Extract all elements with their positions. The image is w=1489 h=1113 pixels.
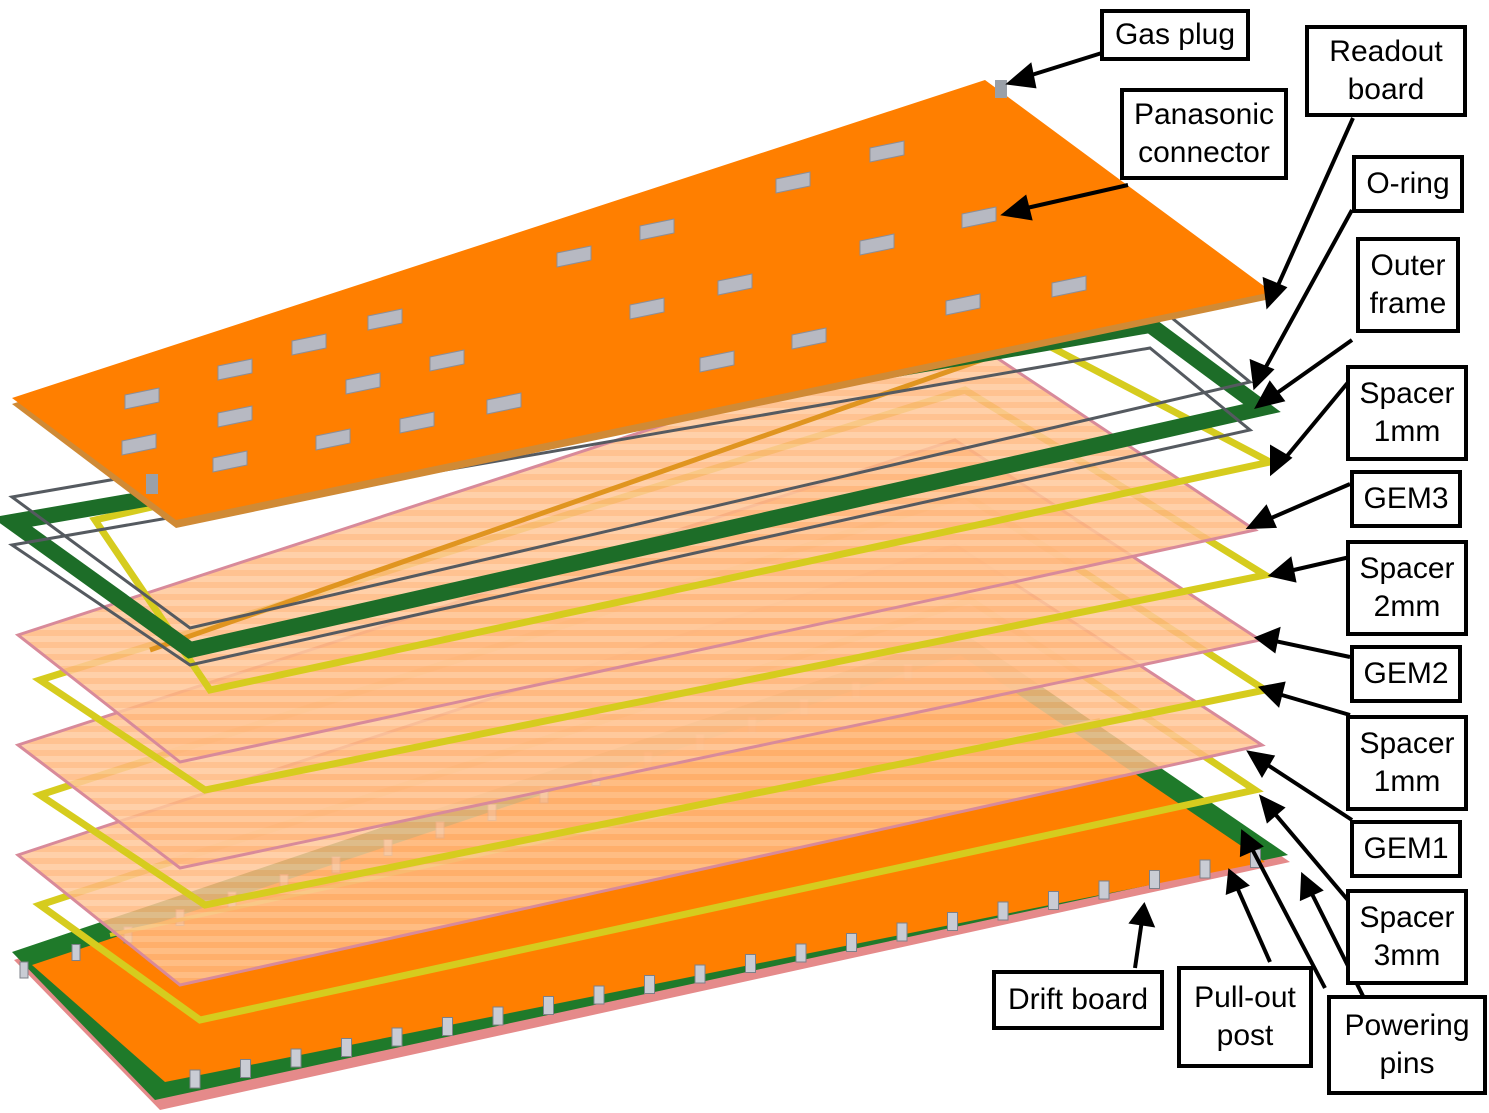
label-panasonic-connector: Panasonic connector: [1120, 88, 1288, 180]
label-readout-board: Readout board: [1305, 25, 1467, 117]
powering-pin: [1149, 870, 1160, 889]
label-pull-out-post: Pull-out post: [1177, 966, 1313, 1068]
powering-pin: [492, 1006, 504, 1026]
panasonic-connector: [429, 349, 465, 372]
powering-pin: [543, 996, 554, 1015]
label-spacer-3mm: Spacer 3mm: [1346, 889, 1468, 985]
powering-pin: [745, 954, 756, 973]
label-drift-board: Drift board: [992, 970, 1164, 1030]
panasonic-connector: [345, 372, 381, 395]
panasonic-connector: [717, 273, 753, 296]
powering-pin: [442, 1017, 453, 1036]
panasonic-connector: [699, 350, 735, 373]
powering-pin: [896, 922, 908, 942]
powering-pin: [240, 1059, 251, 1078]
powering-pin: [997, 901, 1009, 921]
label-spacer-1mm-middle: Spacer 1mm: [1346, 715, 1468, 811]
label-gem3: GEM3: [1350, 470, 1462, 528]
label-o-ring: O-ring: [1352, 155, 1464, 213]
pull-out-post: [71, 944, 81, 961]
label-spacer-2mm: Spacer 2mm: [1346, 540, 1468, 636]
panasonic-connector: [367, 308, 403, 331]
panasonic-connector: [1051, 275, 1087, 298]
powering-pin: [341, 1038, 352, 1057]
panasonic-connector: [791, 327, 827, 350]
label-gas-plug: Gas plug: [1100, 9, 1250, 61]
panasonic-connector: [556, 245, 592, 268]
label-gem1: GEM1: [1350, 820, 1462, 878]
powering-pin: [391, 1027, 403, 1047]
label-gem2: GEM2: [1350, 645, 1462, 703]
gas-plug: [146, 80, 1007, 494]
panasonic-connector: [315, 428, 351, 451]
powering-pin: [593, 985, 605, 1005]
panasonic-connector: [629, 297, 665, 320]
panasonic-connector: [639, 218, 675, 241]
powering-pin: [1098, 880, 1110, 900]
panasonic-connector: [945, 293, 981, 316]
powering-pin: [694, 964, 706, 984]
panasonic-connector: [217, 358, 253, 381]
panasonic-connectors: [121, 140, 1087, 473]
label-powering-pins: Powering pins: [1327, 995, 1487, 1095]
powering-pin: [290, 1048, 302, 1068]
powering-pin: [189, 1069, 201, 1089]
powering-pin: [1048, 891, 1059, 910]
panasonic-connector: [291, 333, 327, 356]
panasonic-connector: [859, 233, 895, 256]
label-outer-frame: Outer frame: [1356, 237, 1460, 333]
pull-out-post: [19, 961, 29, 979]
panasonic-connector: [217, 405, 253, 428]
panasonic-connector: [775, 171, 811, 194]
powering-pin: [795, 943, 807, 963]
readout-board: [12, 80, 1275, 528]
powering-pin: [1199, 859, 1211, 879]
panasonic-connector: [399, 411, 435, 434]
panasonic-connector: [212, 450, 248, 473]
panasonic-connector: [486, 392, 522, 415]
panasonic-connector: [124, 387, 160, 410]
leader-arrows: [1000, 50, 1367, 1001]
powering-pin: [846, 933, 857, 952]
panasonic-connector: [869, 140, 905, 163]
powering-pin: [644, 975, 655, 994]
panasonic-connector: [121, 433, 157, 456]
panasonic-connector: [961, 206, 997, 229]
label-spacer-1mm-top: Spacer 1mm: [1346, 365, 1468, 461]
powering-pin: [947, 912, 958, 931]
